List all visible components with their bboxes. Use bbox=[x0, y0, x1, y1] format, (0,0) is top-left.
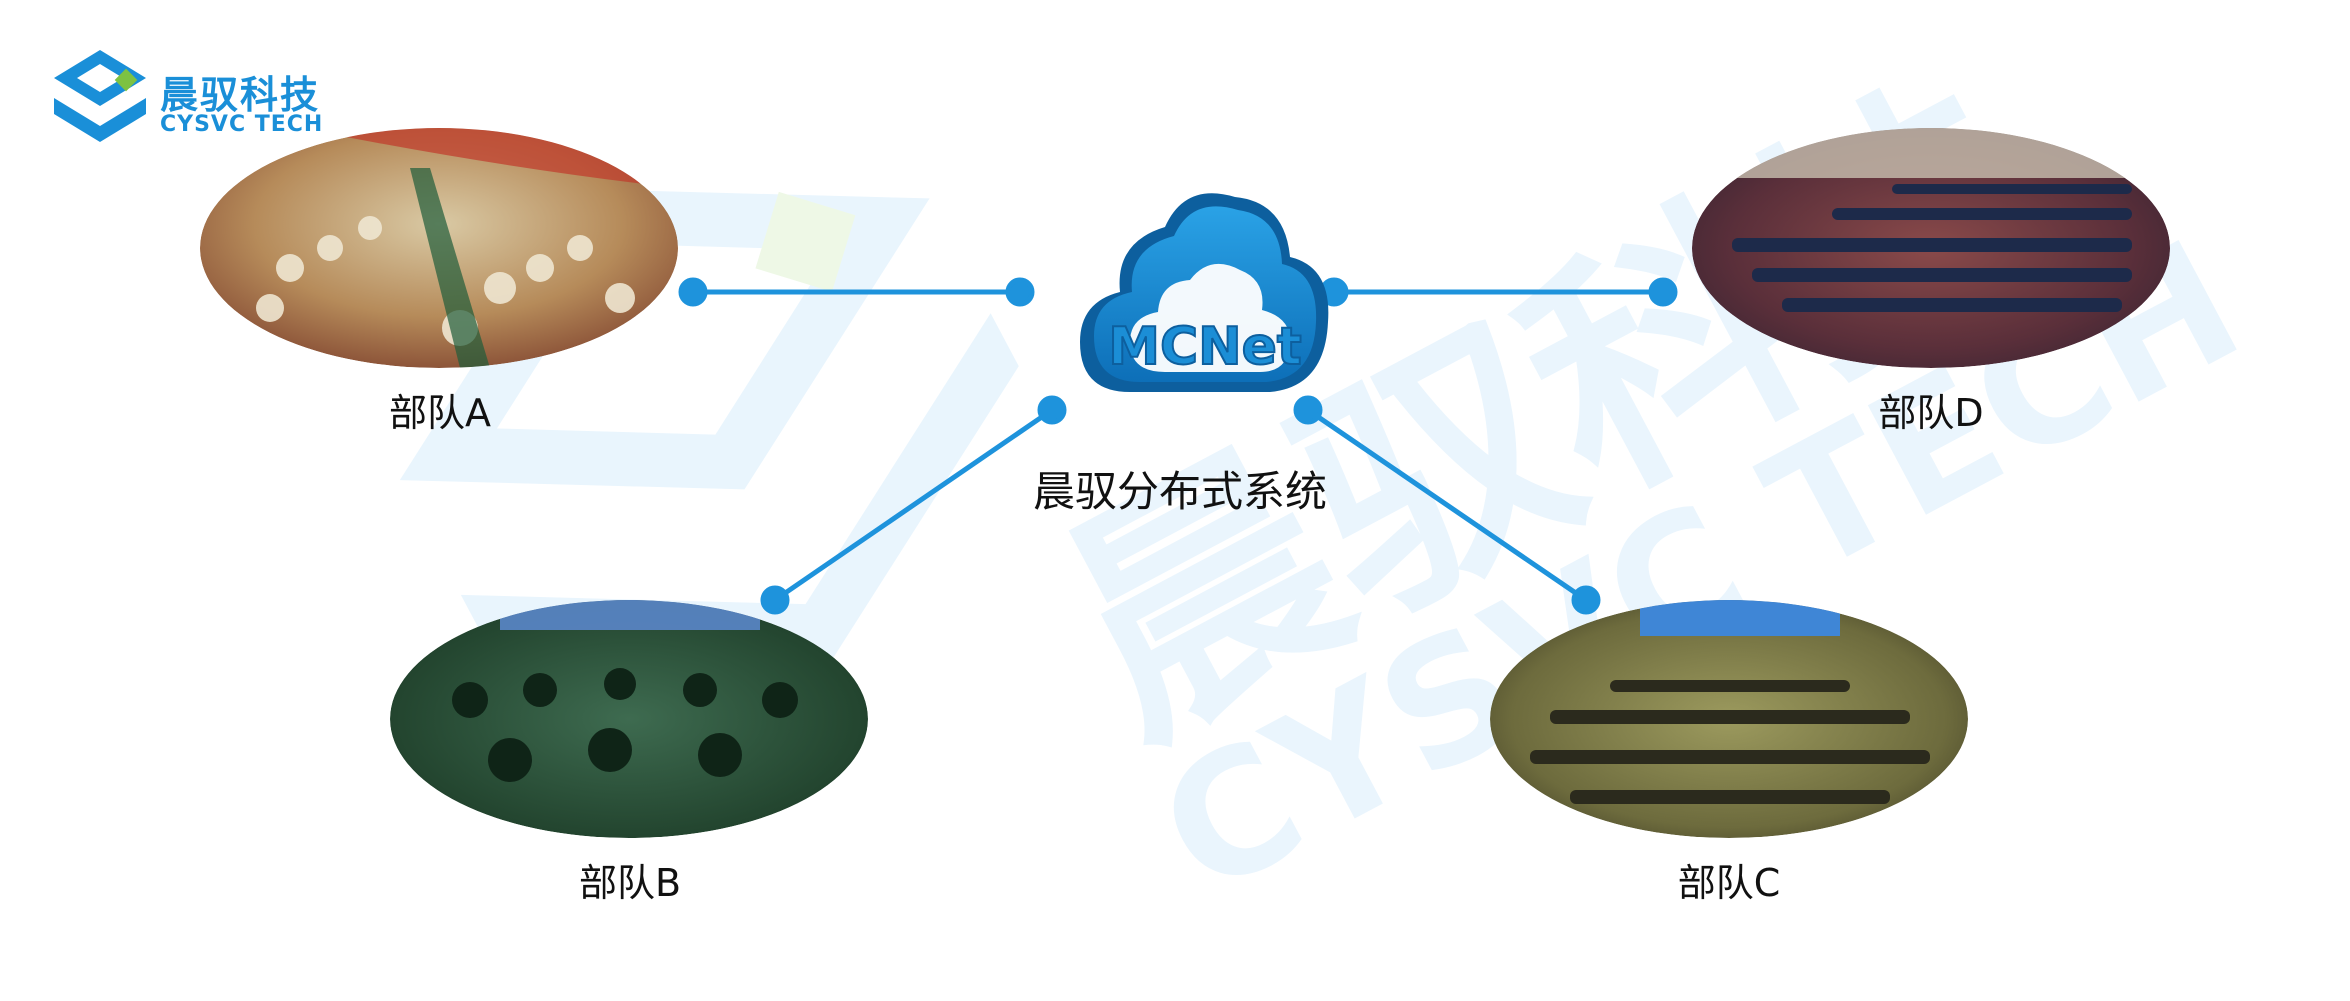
link-d-end-dot bbox=[1648, 277, 1678, 307]
node-a-label: 部队A bbox=[389, 391, 491, 435]
node-a-photo bbox=[200, 128, 678, 368]
center-system-label: 晨驭分布式系统 bbox=[1032, 467, 1328, 516]
logo-mark-icon bbox=[54, 50, 146, 142]
brand-logo: 晨驭科技 CYSVC TECH bbox=[48, 46, 338, 156]
node-c-label: 部队C bbox=[1677, 861, 1781, 905]
logo-name-cn: 晨驭科技 bbox=[160, 73, 321, 117]
mcnet-cloud-icon: MCNet bbox=[1080, 193, 1329, 392]
link-b-end-dot bbox=[760, 585, 790, 615]
node-d-label: 部队D bbox=[1878, 391, 1984, 435]
link-c-start-dot bbox=[1293, 395, 1323, 425]
link-b bbox=[773, 407, 1054, 603]
link-c-end-dot bbox=[1571, 585, 1601, 615]
node-b-label: 部队B bbox=[578, 861, 682, 905]
link-a-end-dot bbox=[1005, 277, 1035, 307]
logo-name-en: CYSVC TECH bbox=[160, 112, 324, 137]
link-b-start-dot bbox=[1037, 395, 1067, 425]
link-c bbox=[1306, 407, 1588, 603]
link-a-start-dot bbox=[678, 277, 708, 307]
cloud-label: MCNet bbox=[1108, 317, 1302, 377]
node-d-photo bbox=[1692, 128, 2170, 368]
node-b-photo bbox=[390, 600, 868, 838]
node-c-photo bbox=[1490, 600, 1968, 838]
